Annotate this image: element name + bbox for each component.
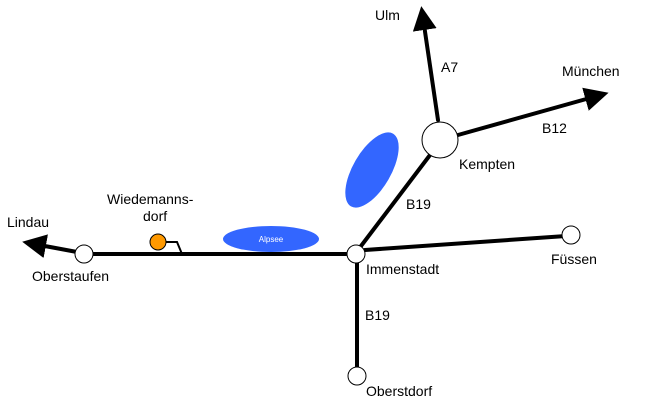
lake-alpsee [223, 226, 319, 252]
town-oberstdorf-marker [347, 366, 367, 386]
roads [22, 6, 609, 370]
label-wiedemannsdorf-2: dorf [143, 208, 167, 224]
road-kempten-immenstadt [356, 153, 432, 252]
lake-north [345, 132, 399, 208]
label-oberstaufen: Oberstaufen [32, 268, 109, 284]
town-fuessen-marker [561, 225, 581, 245]
label-b19-south: B19 [365, 307, 390, 323]
label-kempten: Kempten [459, 156, 515, 172]
town-oberstaufen-marker [74, 244, 94, 264]
label-muenchen: München [562, 63, 620, 79]
road-oberstaufen-lindau [22, 234, 79, 258]
road-b12 [456, 87, 609, 137]
lake-alpsee-label: Alpsee [259, 235, 284, 244]
town-immenstadt-marker [346, 244, 366, 264]
label-b12: B12 [542, 120, 567, 136]
wiedemannsdorf-marker [149, 233, 167, 251]
label-immenstadt: Immenstadt [366, 261, 439, 277]
road-a7 [412, 6, 440, 122]
road-immenstadt-fuessen [363, 234, 568, 252]
town-kempten-marker [421, 121, 459, 159]
label-lindau: Lindau [7, 214, 49, 230]
label-wiedemannsdorf-1: Wiedemanns- [107, 191, 194, 207]
label-fuessen: Füssen [551, 251, 597, 267]
road-wiedemannsdorf-spur [165, 241, 183, 255]
label-b19-north: B19 [406, 196, 431, 212]
label-oberstdorf: Oberstdorf [366, 383, 432, 399]
label-a7: A7 [441, 59, 458, 75]
label-ulm: Ulm [375, 7, 400, 23]
